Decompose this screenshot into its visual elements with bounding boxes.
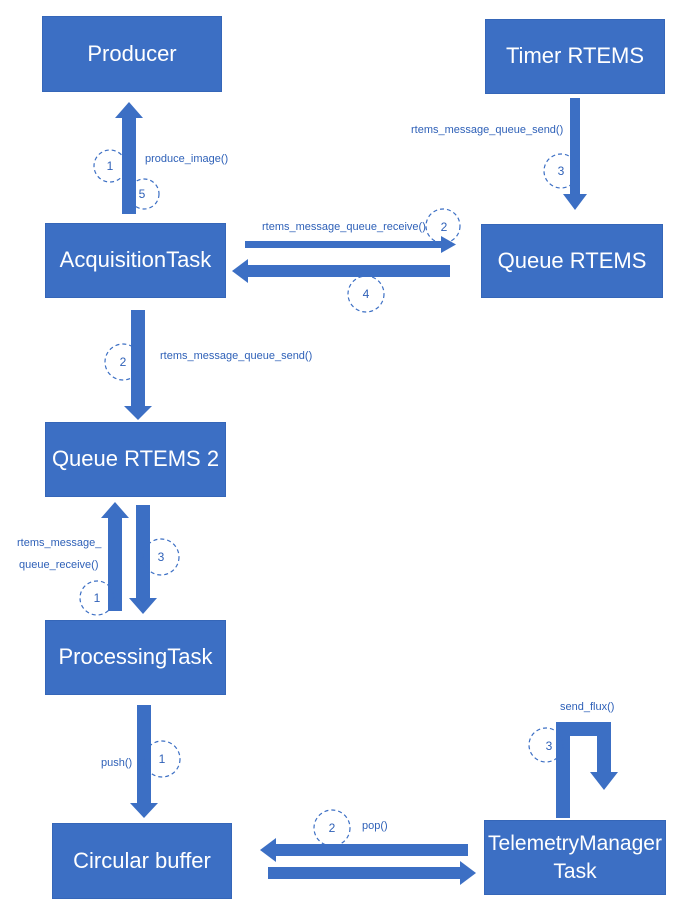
label-acq-send: rtems_message_queue_send(): [160, 350, 312, 362]
step-circle-pop: [313, 809, 351, 847]
step-circle-producer-back: [128, 178, 160, 210]
step-number-acq-send: 2: [120, 355, 127, 369]
producer-box: Producer: [42, 16, 222, 92]
step-circle-send-flux: [528, 727, 564, 763]
step-circle-queue-receive: [425, 208, 461, 244]
step-circle-proc-return: [142, 538, 180, 576]
arrow-buffer-to-telemetry: [268, 861, 476, 885]
label-produce-image: produce_image(): [145, 153, 228, 165]
processing-task-box: ProcessingTask: [45, 620, 226, 695]
step-number-queue-receive: 2: [441, 220, 448, 234]
step-circle-timer: [543, 153, 579, 189]
step-number-proc-return: 3: [158, 550, 165, 564]
acquisition-task-box: AcquisitionTask: [45, 223, 226, 298]
label-proc-receive-line2: queue_receive(): [19, 559, 99, 571]
step-circle-producer-out: [93, 149, 127, 183]
queue-rtems-box: Queue RTEMS: [481, 224, 663, 298]
label-send-flux: send_flux(): [560, 701, 614, 713]
arrow-queue2-to-processing: [129, 505, 157, 614]
step-circle-acq-send: [104, 343, 142, 381]
timer-rtems-label: Timer RTEMS: [505, 43, 645, 69]
arrow-send-flux-loop: [556, 722, 618, 818]
label-proc-receive-line1: rtems_message_: [17, 537, 102, 549]
step-number-proc-receive: 1: [94, 591, 101, 605]
step-number-push: 1: [159, 752, 166, 766]
step-circle-queue-return: [347, 275, 385, 313]
arrow-timer-to-queue: [563, 98, 587, 210]
telemetry-manager-label-line2: Task: [553, 859, 597, 883]
arrow-acquisition-to-queue2: [124, 310, 152, 420]
step-circle-push: [143, 740, 181, 778]
step-number-queue-return: 4: [363, 287, 370, 301]
arrow-queue-to-acquisition: [232, 259, 450, 283]
acquisition-task-label: AcquisitionTask: [59, 247, 212, 273]
step-number-producer-out: 1: [107, 159, 114, 173]
arrow-acquisition-to-queue: [245, 236, 456, 253]
label-timer-send: rtems_message_queue_send(): [411, 124, 563, 136]
step-number-send-flux: 3: [546, 739, 553, 753]
producer-label: Producer: [87, 40, 177, 66]
label-queue-receive: rtems_message_queue_receive(): [262, 221, 426, 233]
label-pop: pop(): [362, 820, 388, 832]
queue-rtems-label: Queue RTEMS: [497, 247, 647, 273]
arrow-acquisition-to-producer: [115, 102, 143, 214]
telemetry-manager-label-line1: TelemetryManager: [488, 832, 662, 856]
circular-buffer-box: Circular buffer: [52, 823, 232, 899]
arrow-processing-to-buffer: [130, 705, 158, 818]
telemetry-manager-task-box: TelemetryManager Task: [484, 820, 666, 895]
queue-rtems-2-label: Queue RTEMS 2: [51, 446, 220, 472]
circular-buffer-label: Circular buffer: [73, 847, 211, 873]
label-push: push(): [101, 757, 132, 769]
timer-rtems-box: Timer RTEMS: [485, 19, 665, 94]
step-number-producer-back: 5: [139, 187, 146, 201]
arrow-processing-to-queue2: [101, 502, 129, 611]
step-circle-proc-receive: [79, 580, 115, 616]
queue-rtems-2-box: Queue RTEMS 2: [45, 422, 226, 497]
processing-task-label: ProcessingTask: [58, 644, 213, 670]
arrow-telemetry-to-buffer: [260, 838, 468, 862]
step-number-timer: 3: [558, 164, 565, 178]
step-number-pop: 2: [329, 821, 336, 835]
